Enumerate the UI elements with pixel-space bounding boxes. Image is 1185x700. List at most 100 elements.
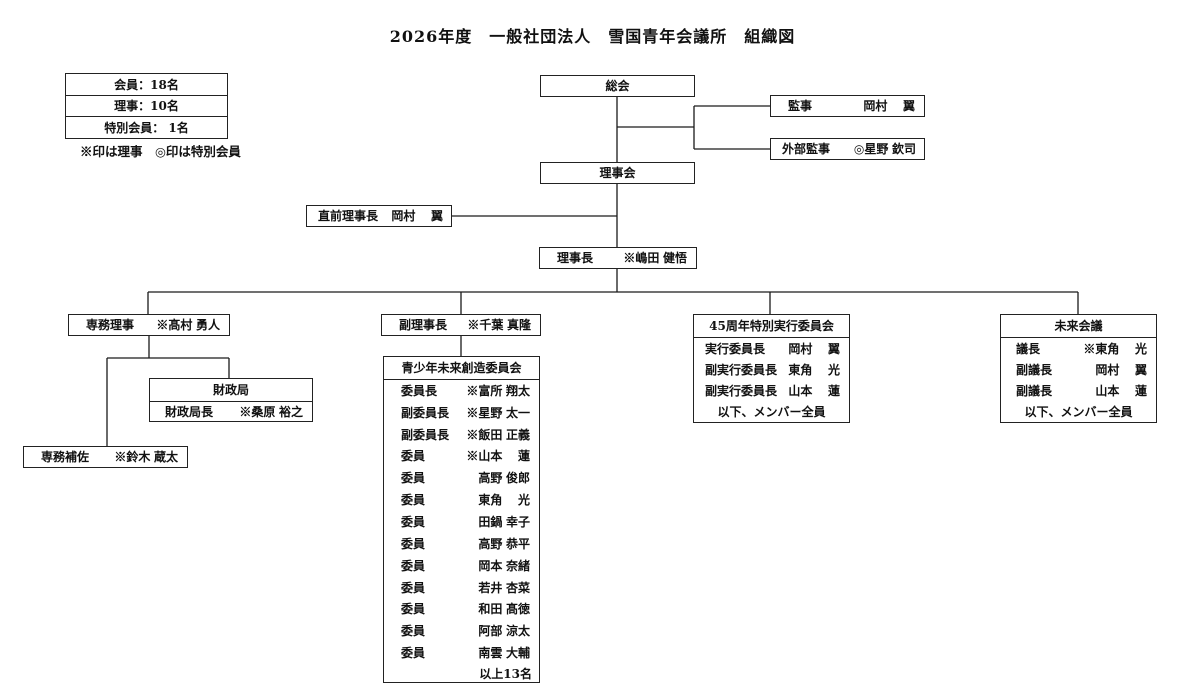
given-name: 健悟 bbox=[662, 251, 687, 265]
member-row: 副実行委員長 山本 蓮 bbox=[694, 380, 849, 401]
given-name: 杏菜 bbox=[505, 580, 530, 595]
role-label: 実行委員長 bbox=[705, 341, 766, 356]
role-label: 委員 bbox=[401, 471, 426, 486]
role-label: 副実行委員長 bbox=[705, 362, 778, 377]
role-label: 理事長 bbox=[557, 251, 594, 265]
role-label: 外部監事 bbox=[782, 142, 831, 156]
family-name: ※星野 bbox=[466, 405, 503, 420]
given-name: 蓮 bbox=[827, 383, 840, 398]
legend-note: ※印は理事 ◎印は特別会員 bbox=[80, 144, 241, 159]
family-name: 岡村 bbox=[1095, 362, 1120, 377]
future-conference-box: 未来会議 議長 ※東角 光 副議長 岡村 翼 副議長 山本 蓮 以下、メンバー全… bbox=[1000, 314, 1157, 423]
given-name: 翔太 bbox=[505, 383, 530, 398]
role-label: 副委員長 bbox=[401, 427, 450, 442]
family-name: ※千葉 bbox=[467, 318, 504, 332]
executive-assistant-box: 専務補佐 ※鈴木 蔵太 bbox=[23, 446, 188, 468]
page-title: 2026年度 一般社団法人 雪国青年会議所 組織図 bbox=[389, 27, 796, 46]
legend-row: 理事：10名 bbox=[66, 96, 227, 117]
given-name: 恭平 bbox=[505, 536, 530, 551]
member-total-note: 以上13名 bbox=[479, 666, 532, 681]
family-name: ※嶋田 bbox=[623, 251, 660, 265]
given-name: 光 bbox=[1134, 341, 1147, 356]
role-label: 委員 bbox=[401, 602, 426, 617]
role-label: 委員 bbox=[401, 624, 426, 639]
member-row: 委員 若井 杏菜 bbox=[384, 577, 539, 599]
role-label: 専務理事 bbox=[86, 318, 135, 332]
given-name: 翼 bbox=[1134, 362, 1147, 377]
member-row: 副実行委員長 東角 光 bbox=[694, 359, 849, 380]
member-row: 委員 高野 俊郎 bbox=[384, 467, 539, 489]
general-assembly-box: 総会 bbox=[540, 75, 695, 97]
member-row: 議長 ※東角 光 bbox=[1001, 338, 1156, 359]
family-name: 田鍋 bbox=[478, 514, 503, 529]
box-title: 未来会議 bbox=[1001, 315, 1156, 338]
family-name: 山本 bbox=[1095, 383, 1120, 398]
member-row: 実行委員長 岡村 翼 bbox=[694, 338, 849, 359]
member-row: 委員 ※山本 蓮 bbox=[384, 446, 539, 468]
given-name: 奈緒 bbox=[505, 558, 530, 573]
given-name: 翼 bbox=[430, 209, 443, 223]
given-name: 俊郎 bbox=[505, 471, 530, 486]
member-row: 委員 高野 恭平 bbox=[384, 533, 539, 555]
box-label: 総会 bbox=[605, 79, 630, 93]
immediate-past-president-box: 直前理事長 岡村 翼 bbox=[306, 205, 452, 227]
executive-director-box: 専務理事 ※髙村 勇人 bbox=[68, 314, 230, 336]
given-name: 幸子 bbox=[505, 514, 530, 529]
role-label: 委員長 bbox=[401, 383, 438, 398]
family-name: 東角 bbox=[478, 493, 503, 508]
member-row: 委員長 ※富所 翔太 bbox=[384, 380, 539, 402]
external-auditor-box: 外部監事 ◎星野 欽司 bbox=[770, 138, 925, 160]
role-label: 委員 bbox=[401, 514, 426, 529]
family-name: ※髙村 bbox=[156, 318, 193, 332]
family-name: ※東角 bbox=[1083, 341, 1120, 356]
given-name: 翼 bbox=[827, 341, 840, 356]
given-name: 太一 bbox=[505, 405, 530, 420]
president-box: 理事長 ※嶋田 健悟 bbox=[539, 247, 697, 269]
all-members-note: 以下、メンバー全員 bbox=[717, 404, 826, 419]
role-label: 委員 bbox=[401, 646, 426, 661]
vice-president-box: 副理事長 ※千葉 真隆 bbox=[381, 314, 541, 336]
role-label: 委員 bbox=[401, 580, 426, 595]
role-label: 専務補佐 bbox=[41, 450, 90, 464]
family-name: 岡村 bbox=[788, 341, 813, 356]
board-of-directors-box: 理事会 bbox=[540, 162, 695, 184]
family-name: 高野 bbox=[478, 471, 503, 486]
role-label: 副議長 bbox=[1016, 383, 1053, 398]
given-name: 髙徳 bbox=[505, 602, 530, 617]
anniversary-special-committee-box: 45周年特別実行委員会 実行委員長 岡村 翼 副実行委員長 東角 光 副実行委員… bbox=[693, 314, 850, 423]
box-title: 45周年特別実行委員会 bbox=[694, 315, 849, 338]
member-row: 委員 東角 光 bbox=[384, 489, 539, 511]
given-name: 翼 bbox=[902, 99, 915, 113]
given-name: 涼太 bbox=[505, 624, 530, 639]
given-name: 蔵太 bbox=[153, 450, 178, 464]
box-label: 理事会 bbox=[599, 166, 636, 180]
family-name: 山本 bbox=[788, 383, 813, 398]
youth-future-creation-committee-box: 青少年未来創造委員会 委員長 ※富所 翔太 副委員長 ※星野 太一 副委員長 ※… bbox=[383, 356, 540, 683]
given-name: 光 bbox=[517, 493, 530, 508]
member-row: 副委員長 ※星野 太一 bbox=[384, 402, 539, 424]
member-row: 副委員長 ※飯田 正義 bbox=[384, 424, 539, 446]
box-title: 青少年未来創造委員会 bbox=[384, 357, 539, 380]
given-name: 蓮 bbox=[517, 449, 530, 464]
family-name: 和田 bbox=[478, 602, 503, 617]
given-name: 勇人 bbox=[195, 318, 220, 332]
finance-bureau-box: 財政局 財政局長 ※桑原 裕之 bbox=[149, 378, 313, 422]
legend-row: 会員：18名 bbox=[66, 74, 227, 96]
member-row: 委員 岡本 奈緒 bbox=[384, 555, 539, 577]
family-name: 岡村 bbox=[391, 209, 416, 223]
family-name: ※山本 bbox=[466, 449, 503, 464]
given-name: 光 bbox=[827, 362, 840, 377]
role-label: 副議長 bbox=[1016, 362, 1053, 377]
family-name: ※富所 bbox=[466, 383, 503, 398]
member-row: 委員 阿部 涼太 bbox=[384, 620, 539, 642]
role-label: 委員 bbox=[401, 558, 426, 573]
role-label: 副実行委員長 bbox=[705, 383, 778, 398]
member-row: 委員 田鍋 幸子 bbox=[384, 511, 539, 533]
all-members-note: 以下、メンバー全員 bbox=[1024, 404, 1133, 419]
family-name: 岡村 bbox=[863, 99, 888, 113]
box-title: 財政局 bbox=[150, 379, 312, 402]
member-row: 副議長 山本 蓮 bbox=[1001, 380, 1156, 401]
family-name: 高野 bbox=[478, 536, 503, 551]
role-label: 委員 bbox=[401, 493, 426, 508]
given-name: 欽司 bbox=[891, 142, 916, 156]
